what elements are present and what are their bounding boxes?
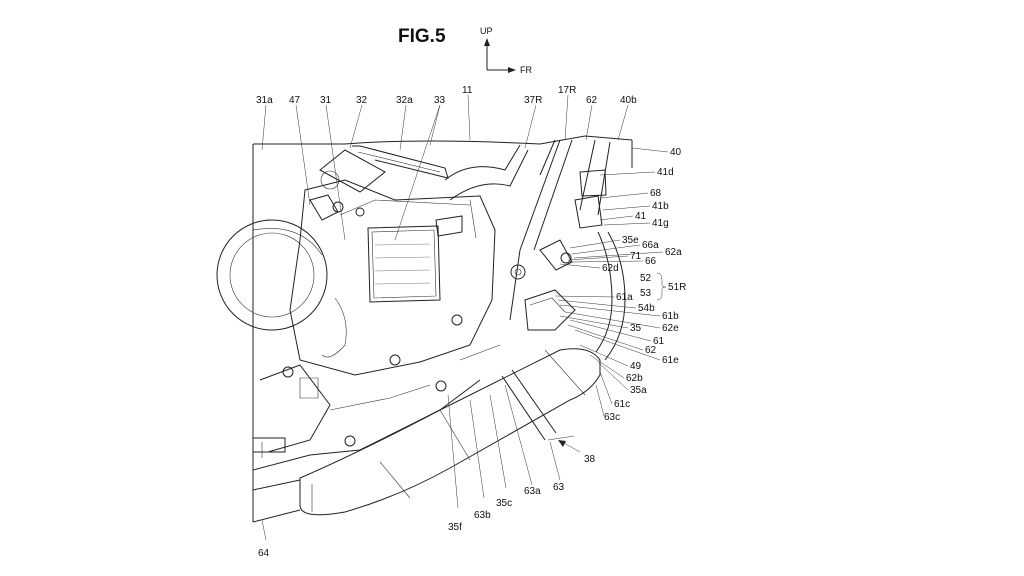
ref-label-31: 31 (320, 95, 332, 106)
ref-label-32: 32 (356, 95, 368, 106)
group-bracket-51R (657, 273, 666, 300)
ref-label-49: 49 (630, 361, 642, 372)
ref-label-37R: 37R (524, 95, 542, 106)
ref-label-66: 66 (645, 256, 657, 267)
direction-up-label: UP (480, 26, 493, 36)
ref-label-68: 68 (650, 188, 662, 199)
ref-label-61b: 61b (662, 311, 679, 322)
ref-label-62-mid: 62 (645, 345, 657, 356)
ref-label-47: 47 (289, 95, 301, 106)
reference-labels: 31a 47 31 32 32a 33 11 37R 17R 62 40b 40… (256, 85, 686, 559)
ref-label-51R: 51R (668, 282, 686, 293)
ref-label-35f: 35f (448, 522, 462, 533)
ref-label-53: 53 (640, 288, 652, 299)
ref-label-11: 11 (462, 85, 473, 96)
engine-drawing (217, 136, 632, 522)
ref-label-33: 33 (434, 95, 446, 106)
ref-label-54b: 54b (638, 303, 655, 314)
ref-label-38: 38 (584, 454, 596, 465)
ref-label-52: 52 (640, 273, 652, 284)
ref-label-41: 41 (635, 211, 647, 222)
ref-label-41g: 41g (652, 218, 669, 229)
ref-label-62-top: 62 (586, 95, 598, 106)
ref-label-63a: 63a (524, 486, 541, 497)
ref-label-64: 64 (258, 548, 270, 559)
ref-label-61a: 61a (616, 292, 633, 303)
ref-label-17R: 17R (558, 85, 576, 96)
ref-label-63c: 63c (604, 412, 620, 423)
ref-label-35e: 35e (622, 235, 639, 246)
ref-label-40b: 40b (620, 95, 637, 106)
ref-label-35a: 35a (630, 385, 647, 396)
ref-label-35c: 35c (496, 498, 512, 509)
ref-label-71: 71 (630, 251, 642, 262)
ref-label-66a: 66a (642, 240, 659, 251)
direction-indicator: UP FR (480, 26, 532, 75)
direction-front-label: FR (520, 65, 532, 75)
ref-label-41d: 41d (657, 167, 674, 178)
ref-label-62b: 62b (626, 373, 643, 384)
ref-label-62e: 62e (662, 323, 679, 334)
ref-label-61e: 61e (662, 355, 679, 366)
arrow-38 (558, 440, 580, 452)
ref-label-41b: 41b (652, 201, 669, 212)
ref-label-62a: 62a (665, 247, 682, 258)
ref-label-62d: 62d (602, 263, 619, 274)
ref-label-31a: 31a (256, 95, 273, 106)
ref-label-63: 63 (553, 482, 565, 493)
figure-title: FIG.5 (398, 26, 446, 47)
ref-label-61c: 61c (614, 399, 630, 410)
ref-label-63b: 63b (474, 510, 491, 521)
ref-label-32a: 32a (396, 95, 413, 106)
ref-label-35: 35 (630, 323, 642, 334)
ref-label-40: 40 (670, 147, 682, 158)
